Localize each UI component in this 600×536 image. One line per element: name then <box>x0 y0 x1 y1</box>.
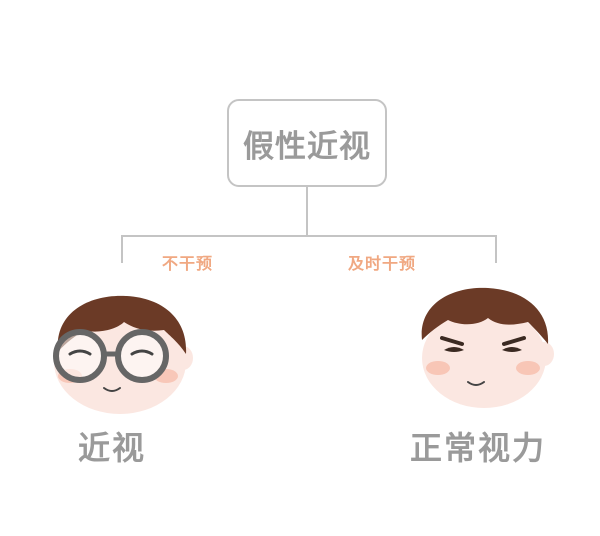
root-title: 假性近视 <box>243 128 371 165</box>
root-node: 假性近视 <box>227 99 387 187</box>
branch-label-timely-intervention: 及时干预 <box>348 254 417 273</box>
outcome-myopia-label: 近视 <box>78 429 147 467</box>
branch-label-no-intervention: 不干预 <box>162 254 214 273</box>
glasses-face-icon <box>53 295 193 414</box>
outcome-normal-vision-label: 正常视力 <box>410 429 547 467</box>
normal-face-icon <box>421 287 554 408</box>
